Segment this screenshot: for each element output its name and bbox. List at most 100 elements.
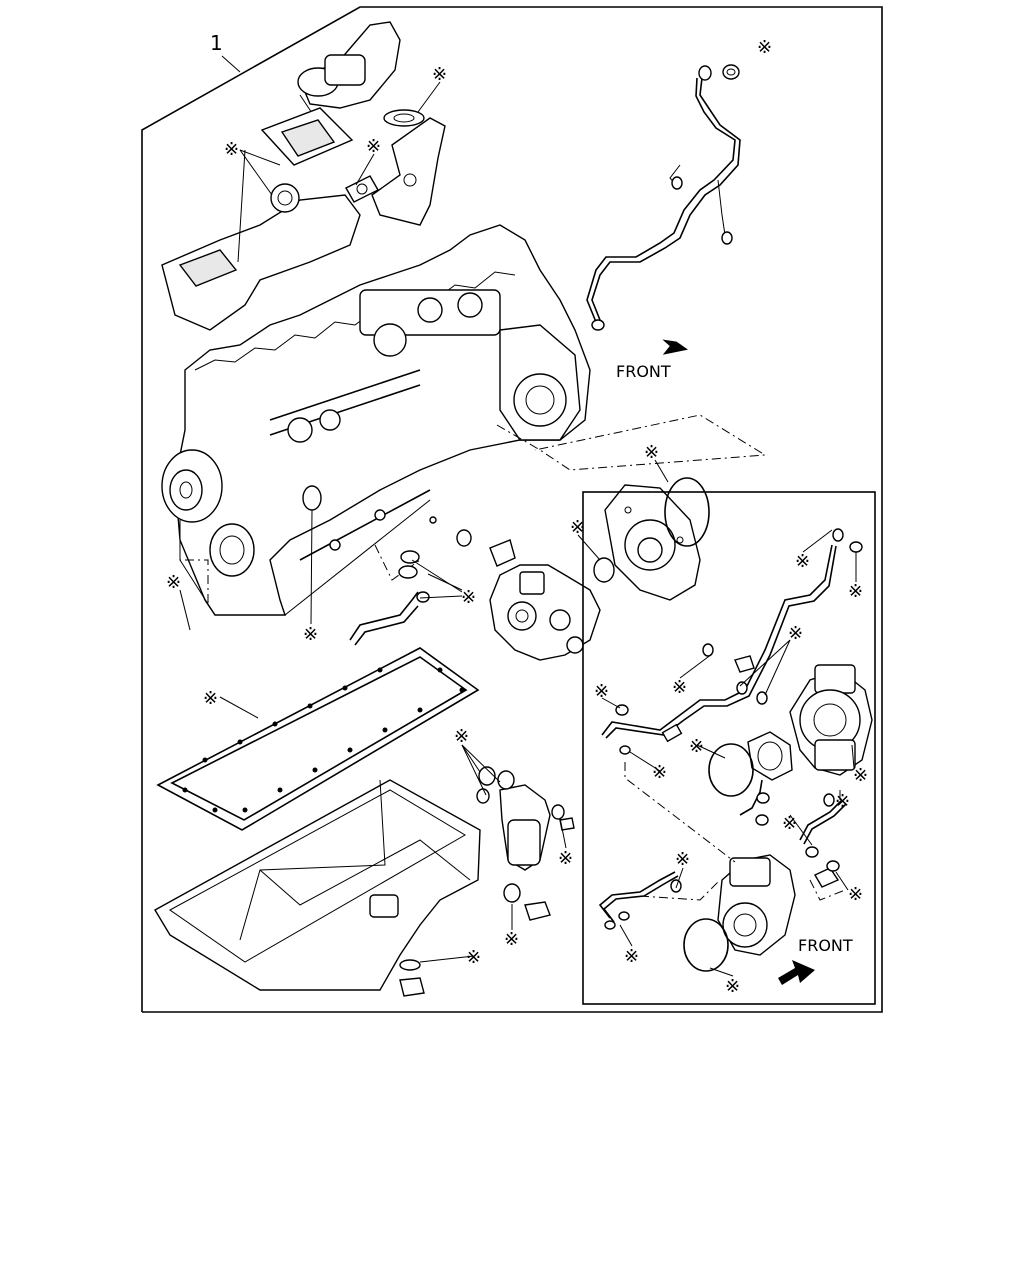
engine-block — [161, 224, 591, 616]
leader-line — [629, 751, 661, 772]
leader-line — [601, 697, 621, 709]
asterisk-callout: ※ — [689, 736, 704, 757]
fuel-leak-off-pipe — [586, 65, 741, 331]
leader-line — [411, 559, 463, 593]
pump-drive-housing — [604, 484, 701, 601]
leader-line — [427, 573, 463, 591]
egr-cooler-unit — [717, 854, 796, 956]
egr-cooler-o-ring — [683, 918, 729, 972]
pump-housing-o-ring — [664, 477, 710, 547]
callout-1-label: 1 — [210, 31, 223, 55]
oil-filter-assembly — [476, 766, 575, 871]
leader-line — [802, 529, 833, 553]
leader-line — [219, 696, 259, 719]
asterisk-callout: ※ — [675, 849, 690, 870]
asterisk-callout: ※ — [782, 813, 797, 834]
leader-line — [237, 149, 246, 263]
asterisk-callout: ※ — [795, 551, 810, 572]
drain-plug-washer — [399, 959, 421, 971]
egr-flange-gasket-a — [383, 109, 425, 127]
asterisk-callout: ※ — [757, 37, 772, 58]
o-ring-block — [302, 485, 322, 511]
turbo-fittings — [702, 643, 768, 705]
turbo-oil-return-pipe — [739, 779, 847, 888]
oil-pan-fittings — [503, 883, 551, 921]
asterisk-callout: ※ — [848, 581, 863, 602]
oil-pan-gasket — [156, 647, 480, 831]
front-label-upper: FRONT — [616, 362, 671, 381]
asterisk-callout: ※ — [461, 587, 476, 608]
front-arrow-upper: FRONT — [616, 339, 689, 381]
leader-line — [461, 744, 487, 796]
asterisk-callout: ※ — [624, 946, 639, 967]
inset-leader-lines — [624, 762, 846, 901]
fuel-injection-pump — [489, 564, 601, 661]
asterisk-leader-lines — [179, 81, 857, 977]
callout-1: 1 — [210, 31, 241, 73]
oil-pan — [154, 779, 481, 991]
turbo-o-ring — [708, 743, 754, 797]
asterisk-callout: ※ — [853, 765, 868, 786]
asterisk-callout: ※ — [504, 929, 519, 950]
oil-return-pipe — [349, 550, 430, 646]
asterisk-callout: ※ — [432, 64, 447, 85]
leader-line — [179, 589, 191, 631]
leader-line — [417, 81, 441, 113]
leader-line — [461, 744, 501, 783]
intake-manifold — [161, 183, 361, 331]
asterisk-callout: ※ — [835, 791, 850, 812]
gasket-bolt-holes — [182, 667, 465, 813]
asterisk-callout: ※ — [725, 976, 740, 997]
asterisk-callout: ※ — [594, 681, 609, 702]
turbo-clamp-ring — [747, 731, 793, 781]
asterisk-callouts: ※※※※※※※※※※※※※※※※※※※※※※※※※※※※ — [166, 37, 868, 997]
fuel-line-fittings — [429, 516, 516, 567]
asterisk-callout: ※ — [466, 947, 481, 968]
asterisk-callout: ※ — [224, 139, 239, 160]
leader-line — [696, 744, 726, 759]
asterisk-callout: ※ — [672, 677, 687, 698]
asterisk-callout: ※ — [788, 623, 803, 644]
asterisk-callout: ※ — [166, 572, 181, 593]
kit-frame — [141, 6, 883, 1013]
leader-line — [419, 955, 475, 963]
leader-line — [835, 871, 849, 891]
asterisk-callout: ※ — [558, 848, 573, 869]
leader-line — [559, 817, 567, 849]
leader-line — [764, 639, 791, 696]
leader-line — [709, 967, 734, 977]
leader-line — [654, 459, 669, 483]
leader-line — [619, 924, 633, 947]
asterisk-callout: ※ — [848, 884, 863, 905]
egr-pipe — [371, 117, 446, 226]
leader-line — [739, 639, 791, 687]
leader-line — [789, 814, 813, 846]
leader-line — [851, 744, 855, 769]
leader-line — [239, 149, 273, 196]
front-arrow-inset: FRONT — [778, 936, 853, 985]
leader-line — [675, 867, 684, 889]
pump-o-ring — [593, 557, 615, 583]
turbo-inset-frame — [582, 491, 876, 1005]
egr-cooler-pipe — [598, 871, 682, 930]
asterisk-callout: ※ — [203, 688, 218, 709]
asterisk-callout: ※ — [366, 136, 381, 157]
leader-line — [577, 534, 601, 561]
leader-line — [239, 149, 281, 166]
leak-off-nut — [722, 64, 740, 80]
egr-flange-gasket-b — [345, 175, 379, 203]
egr-gasket-plate — [260, 107, 354, 166]
leader-line — [419, 595, 463, 599]
turbocharger — [789, 664, 873, 776]
asterisk-callout: ※ — [652, 762, 667, 783]
asterisk-callout: ※ — [303, 624, 318, 645]
leader-line — [461, 744, 481, 773]
drain-plug — [399, 977, 425, 997]
leader-line — [355, 153, 375, 186]
asterisk-callout: ※ — [570, 517, 585, 538]
asterisk-callout: ※ — [454, 726, 469, 747]
leader-line — [679, 653, 713, 679]
front-label-inset: FRONT — [798, 936, 853, 955]
leader-line — [310, 509, 313, 625]
